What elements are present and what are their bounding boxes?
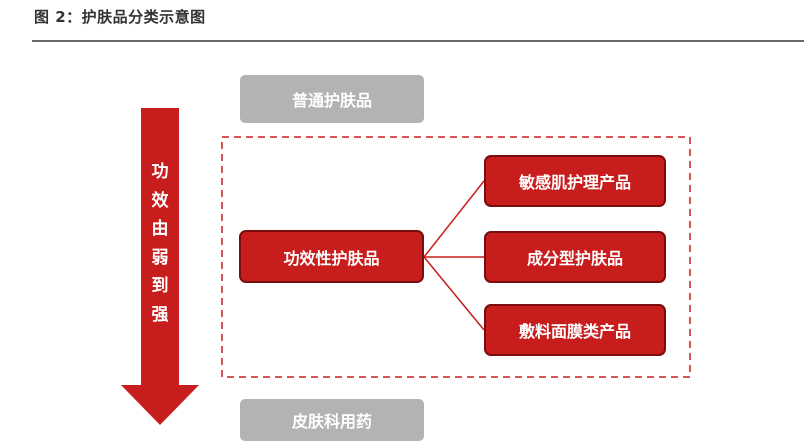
- branch-box-sensitive-skin: 敏感肌护理产品: [484, 155, 666, 207]
- top-box-regular-skincare: 普通护肤品: [240, 75, 424, 123]
- strength-arrow: [121, 108, 199, 425]
- arrow-char: 功: [151, 162, 169, 182]
- arrow-char: 效: [151, 190, 169, 211]
- title-divider: [32, 40, 804, 42]
- branch-box-ingredient-skincare: 成分型护肤品: [484, 231, 666, 283]
- bottom-box-dermatology-drugs: 皮肤科用药: [240, 399, 424, 441]
- arrow-char: 弱: [151, 247, 169, 268]
- center-box-functional-skincare: 功效性护肤品: [239, 230, 424, 283]
- arrow-label: 功 效 由 弱 到 强: [140, 158, 180, 329]
- arrow-char: 由: [151, 219, 169, 239]
- branch-box-mask-dressing: 敷料面膜类产品: [484, 304, 666, 356]
- connector-line-1: [423, 180, 485, 258]
- arrow-char: 到: [151, 276, 169, 296]
- figure-title: 图 2：护肤品分类示意图: [34, 8, 206, 26]
- functional-group-boundary: [221, 136, 691, 378]
- connector-line-3: [423, 256, 485, 331]
- arrow-char: 强: [151, 304, 169, 325]
